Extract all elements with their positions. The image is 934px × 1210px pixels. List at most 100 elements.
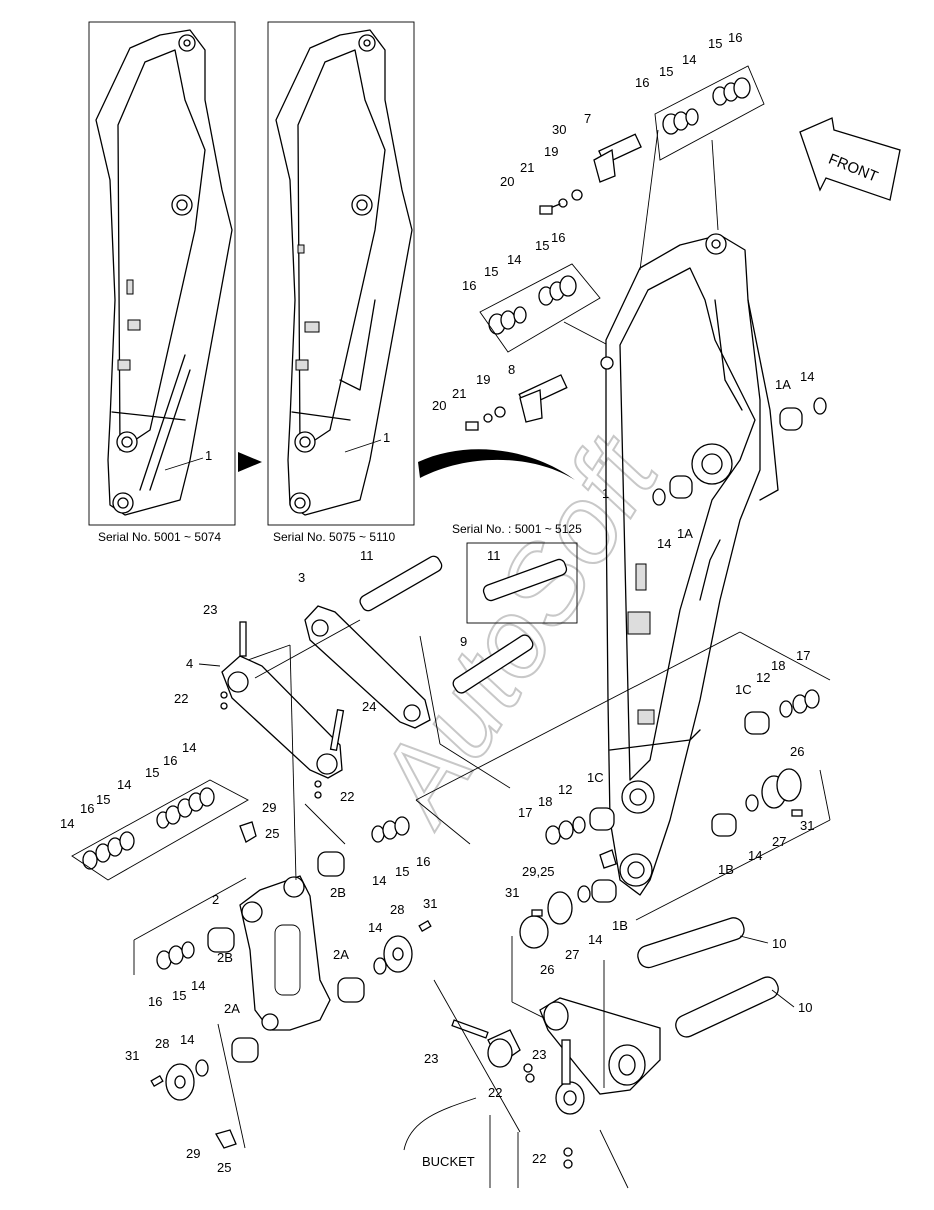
callout-31-c: 31 — [800, 818, 814, 833]
callout-20-b: 20 — [432, 398, 446, 413]
bushing-icon — [779, 407, 803, 431]
callout-1C-b: 1C — [587, 770, 604, 785]
pin-assembly-8 — [465, 374, 568, 431]
pin-10-b — [675, 976, 779, 1038]
callout-16-b: 16 — [728, 30, 742, 45]
bushing-2A-b — [231, 1037, 259, 1063]
callout-23-c: 23 — [532, 1047, 546, 1062]
callout-15-h: 15 — [172, 988, 186, 1003]
callout-4: 4 — [186, 656, 193, 671]
bolt-icon-23 — [239, 621, 247, 657]
link-icon-4 — [221, 655, 343, 779]
callout-28-b: 28 — [155, 1036, 169, 1051]
link-icon-2 — [239, 875, 331, 1031]
callout-25-b: 25 — [217, 1160, 231, 1175]
callout-17: 17 — [796, 648, 810, 663]
serial-label-1: Serial No. 5001 ~ 5074 — [98, 530, 221, 544]
callout-2A: 2A — [333, 947, 349, 962]
callout-2B: 2B — [330, 885, 346, 900]
bucket-leader — [403, 1097, 477, 1151]
callout-13-d: 14 — [117, 777, 131, 792]
grease-fitting-icon — [215, 821, 617, 1149]
callout-9: 9 — [460, 634, 467, 649]
assembly-guide-lines — [133, 129, 831, 1189]
pin-9 — [452, 634, 534, 694]
callout-15-b: 15 — [708, 36, 722, 51]
bushing-1A — [652, 397, 827, 506]
shim-group-left — [71, 779, 249, 881]
callout-13-f: 14 — [372, 873, 386, 888]
serial-box-3-frame — [466, 542, 578, 624]
callout-1-b: 1 — [383, 430, 390, 445]
callout-18-b: 18 — [538, 794, 552, 809]
callout-16-d: 16 — [551, 230, 565, 245]
callout-19: 19 — [544, 144, 558, 159]
callout-1C: 1C — [735, 682, 752, 697]
nut-icon-22 — [220, 691, 322, 799]
bushing-2B-a — [317, 851, 345, 877]
callout-14: 14 — [800, 369, 814, 384]
callout-10-b: 10 — [798, 1000, 812, 1015]
callout-26: 26 — [790, 744, 804, 759]
callout-31-b: 31 — [125, 1048, 139, 1063]
transition-arrow-icon — [238, 452, 262, 472]
callout-15-e: 15 — [145, 765, 159, 780]
callout-13-k: 14 — [588, 932, 602, 947]
callout-10: 10 — [772, 936, 786, 951]
callout-13-c: 14 — [182, 740, 196, 755]
shim-group-center — [371, 816, 410, 843]
serial-box-2: 1 — [267, 21, 415, 526]
callout-1: 1 — [205, 448, 212, 463]
bushing-1B-right — [711, 768, 803, 837]
callout-1A-b: 1A — [677, 526, 693, 541]
bushing-2A-a — [337, 977, 365, 1003]
callout-13-j: 14 — [748, 848, 762, 863]
callout-31: 31 — [423, 896, 437, 911]
callout-8: 8 — [508, 362, 515, 377]
shim-group-lower-left — [156, 941, 209, 1077]
bushing-1B-left — [519, 879, 617, 949]
callout-1B: 1B — [718, 862, 734, 877]
callout-13-e: 14 — [60, 816, 74, 831]
callout-16-f: 16 — [80, 801, 94, 816]
callout-29: 29 — [262, 800, 276, 815]
callout-13-a: 14 — [682, 52, 696, 67]
callout-14-b: 14 — [657, 536, 671, 551]
callout-16-a: 16 — [635, 75, 649, 90]
bucket-label: BUCKET — [422, 1154, 475, 1169]
callout-25: 25 — [265, 826, 279, 841]
callout-15-a: 15 — [659, 64, 673, 79]
serial-box-1: 1 — [88, 21, 236, 526]
curved-arrow-icon — [418, 449, 575, 480]
callout-12-b: 12 — [558, 782, 572, 797]
callout-11-b: 11 — [487, 548, 501, 563]
callout-29-25: 29,25 — [522, 864, 555, 879]
callout-22-d: 22 — [532, 1151, 546, 1166]
callout-16-c: 16 — [462, 278, 476, 293]
callout-16-h: 16 — [148, 994, 162, 1009]
callout-2A-b: 2A — [224, 1001, 240, 1016]
callout-21: 21 — [520, 160, 534, 175]
callout-13-g: 14 — [191, 978, 205, 993]
callout-17-b: 17 — [518, 805, 532, 820]
boom-icon — [95, 29, 233, 516]
callout-13-h: 14 — [180, 1032, 194, 1047]
callout-15-f: 15 — [96, 792, 110, 807]
callout-7: 7 — [584, 111, 591, 126]
callout-19-b: 19 — [476, 372, 490, 387]
callout-3: 3 — [298, 570, 305, 585]
callout-1-c: 1 — [602, 486, 609, 501]
callout-15-d: 15 — [535, 238, 549, 253]
callout-24: 24 — [362, 699, 376, 714]
callout-2B-b: 2B — [217, 950, 233, 965]
callout-22-b: 22 — [340, 789, 354, 804]
callout-15-c: 15 — [484, 264, 498, 279]
callout-22: 22 — [174, 691, 188, 706]
pin-11 — [359, 555, 443, 612]
callout-16-g: 16 — [416, 854, 430, 869]
front-arrow-icon: FRONT — [799, 117, 901, 201]
callout-21-b: 21 — [452, 386, 466, 401]
pin-11-b — [482, 558, 568, 602]
